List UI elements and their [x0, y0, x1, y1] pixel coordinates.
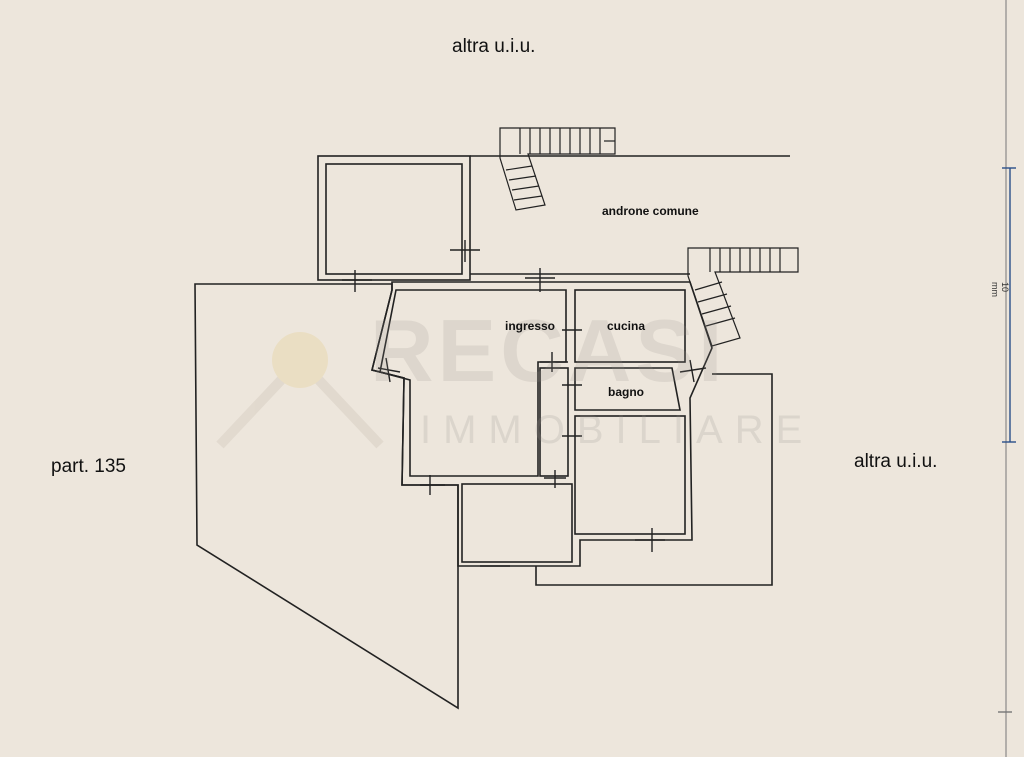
label-common-hall: androne comune [602, 204, 699, 218]
label-top-neighbor: altra u.i.u. [452, 36, 536, 57]
stairs-right [687, 247, 799, 347]
entrance-room [379, 289, 567, 477]
label-right-neighbor: altra u.i.u. [854, 451, 938, 472]
watermark-subtitle: IMMOBILIARE [420, 408, 815, 452]
label-entrance: ingresso [505, 319, 556, 333]
label-bathroom: bagno [608, 385, 644, 399]
label-left-parcel: part. 135 [51, 456, 126, 477]
room-top-left-inner [325, 163, 463, 275]
label-kitchen: cucina [607, 319, 646, 333]
stairs-top [499, 127, 616, 211]
bathroom-room [574, 367, 681, 411]
kitchen-room [574, 289, 686, 363]
watermark-brand: RECASI [370, 301, 727, 400]
room-bottom-left [461, 483, 573, 563]
door-markers [342, 240, 707, 567]
terrace-right [535, 373, 773, 586]
room-bottom-right [574, 415, 686, 535]
scale-bar [998, 0, 1016, 757]
watermark-logo [216, 332, 384, 449]
corridor-small [539, 367, 569, 477]
room-top-left [317, 155, 471, 281]
scale-label: 10 mm [990, 282, 1010, 297]
